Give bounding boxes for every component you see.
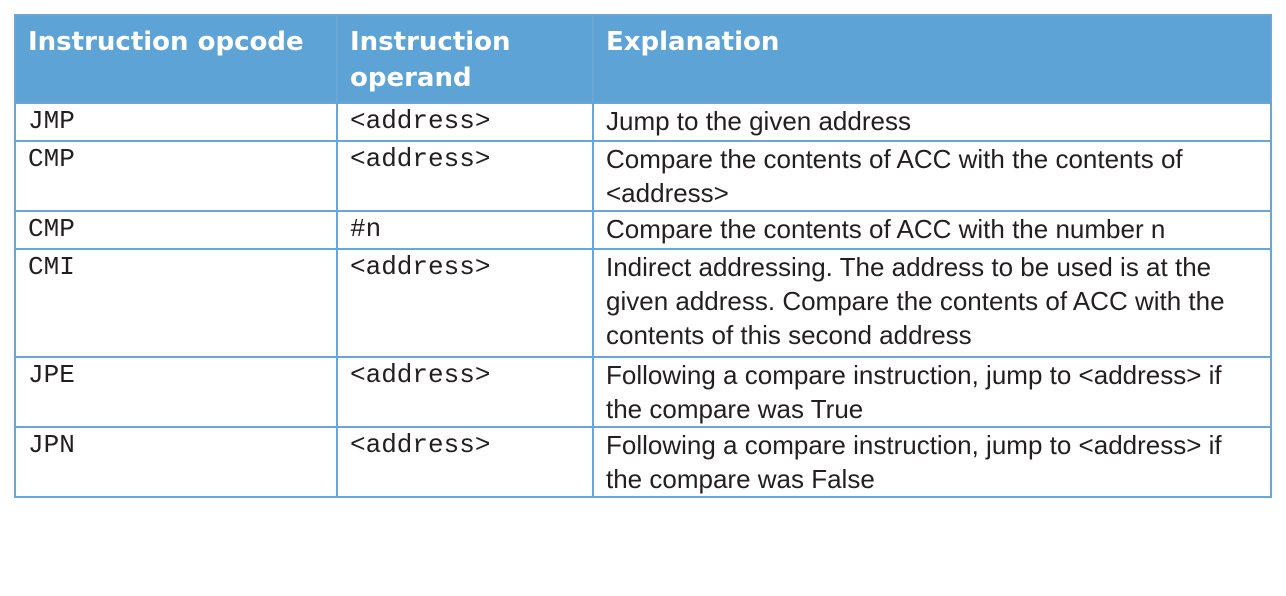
explanation-cell: Indirect addressing. The address to be u… <box>592 248 1272 358</box>
header-operand: Instruction operand <box>336 14 594 104</box>
explanation-cell: Following a compare instruction, jump to… <box>592 356 1272 428</box>
table-row: JPE <address> Following a compare instru… <box>14 356 1272 428</box>
operand-cell: <address> <box>336 140 594 212</box>
table-header: Instruction opcode Instruction operand E… <box>14 14 1272 104</box>
table-row: CMP <address> Compare the contents of AC… <box>14 140 1272 212</box>
opcode-cell: JPN <box>14 426 338 498</box>
operand-cell: #n <box>336 210 594 250</box>
header-opcode: Instruction opcode <box>14 14 338 104</box>
opcode-cell: JPE <box>14 356 338 428</box>
explanation-cell: Jump to the given address <box>592 102 1272 142</box>
explanation-cell: Compare the contents of ACC with the num… <box>592 210 1272 250</box>
table-row: JMP <address> Jump to the given address <box>14 102 1272 142</box>
opcode-cell: JMP <box>14 102 338 142</box>
opcode-cell: CMI <box>14 248 338 358</box>
opcode-cell: CMP <box>14 210 338 250</box>
header-row: Instruction opcode Instruction operand E… <box>14 14 1272 104</box>
operand-cell: <address> <box>336 426 594 498</box>
table-row: CMI <address> Indirect addressing. The a… <box>14 248 1272 358</box>
table-row: CMP #n Compare the contents of ACC with … <box>14 210 1272 250</box>
instruction-table: Instruction opcode Instruction operand E… <box>14 14 1272 498</box>
opcode-cell: CMP <box>14 140 338 212</box>
explanation-cell: Following a compare instruction, jump to… <box>592 426 1272 498</box>
operand-cell: <address> <box>336 248 594 358</box>
header-explanation: Explanation <box>592 14 1272 104</box>
operand-cell: <address> <box>336 102 594 142</box>
table-body: JMP <address> Jump to the given address … <box>14 102 1272 498</box>
operand-cell: <address> <box>336 356 594 428</box>
table-row: JPN <address> Following a compare instru… <box>14 426 1272 498</box>
explanation-cell: Compare the contents of ACC with the con… <box>592 140 1272 212</box>
